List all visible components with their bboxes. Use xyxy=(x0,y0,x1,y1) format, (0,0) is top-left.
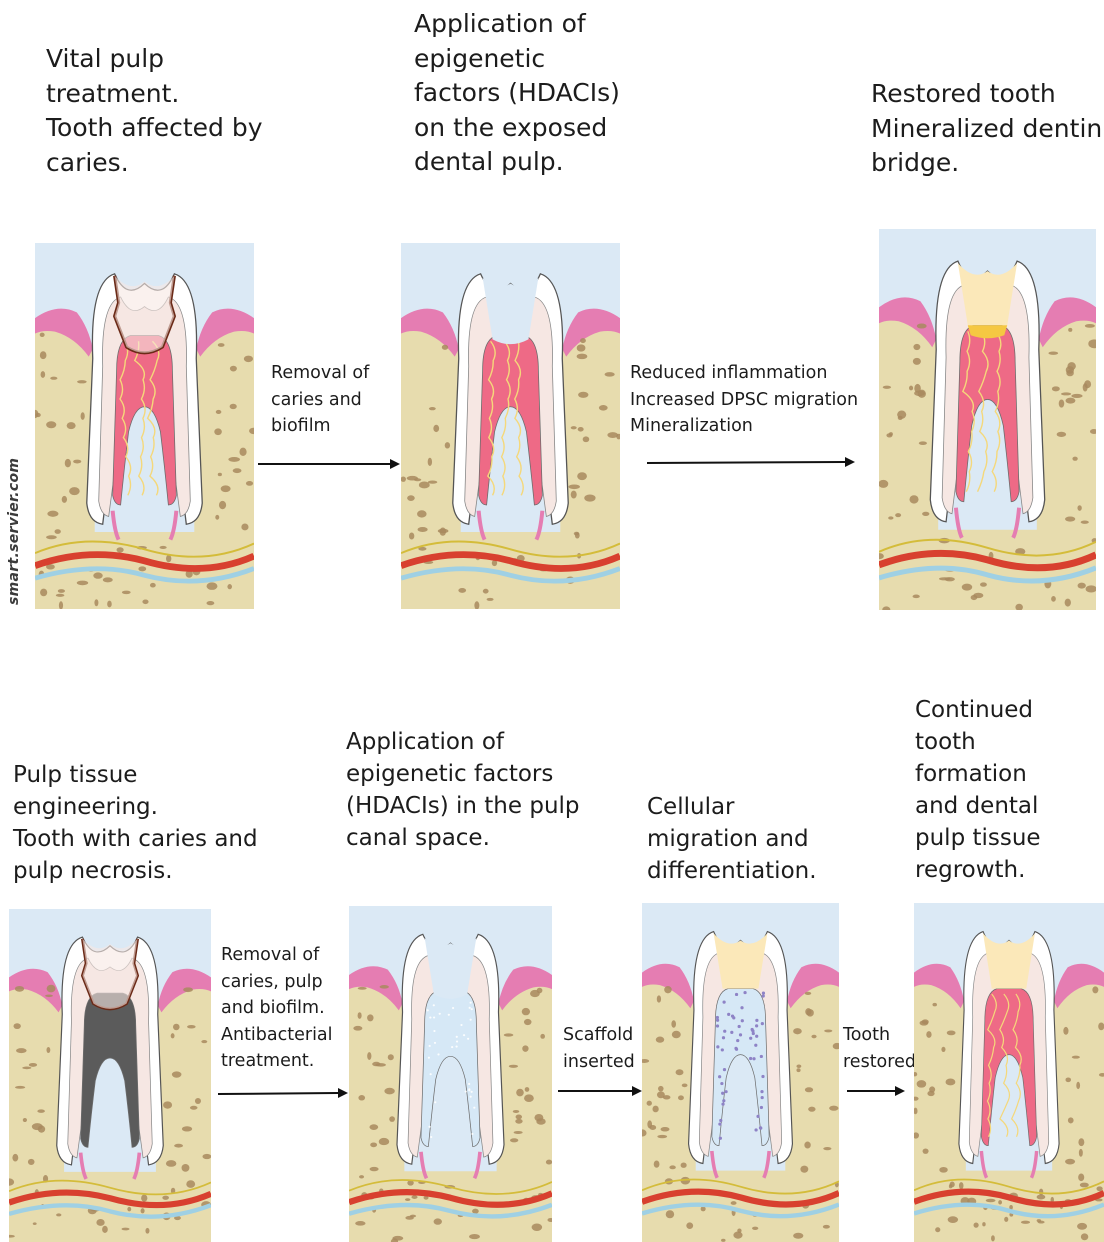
arrow-top-2 xyxy=(645,454,857,470)
top-stage3-title: Restored tooth Mineralized dentin bridge… xyxy=(871,77,1102,181)
top-stage2-title: Application of epigenetic factors (HDACI… xyxy=(414,7,620,180)
top-stage1-title: Vital pulp treatment. Tooth affected by … xyxy=(46,42,263,180)
tooth-panel-migration xyxy=(642,903,839,1242)
tooth-panel-hdaci-canal xyxy=(349,906,552,1242)
arrow-top-1 xyxy=(256,456,402,472)
bottom-stage2-title: Application of epigenetic factors (HDACI… xyxy=(346,726,580,854)
top-step1-label: Removal of caries and biofilm xyxy=(271,360,369,440)
bottom-stage3-title: Cellular migration and differentiation. xyxy=(647,791,817,887)
arrow-bottom-2 xyxy=(556,1083,644,1099)
bottom-stage1-title: Pulp tissue engineering. Tooth with cari… xyxy=(13,759,258,887)
bottom-step1-label: Removal of caries, pulp and biofilm. Ant… xyxy=(221,942,333,1075)
tooth-panel-hdaci-exposed xyxy=(401,243,620,609)
top-step2-label: Reduced inflammation Increased DPSC migr… xyxy=(630,360,858,440)
tooth-panel-regrowth xyxy=(914,903,1104,1242)
tooth-panel-carious xyxy=(35,243,254,609)
watermark: smart.servier.com xyxy=(6,458,22,605)
bottom-stage4-title: Continued tooth formation and dental pul… xyxy=(915,694,1041,886)
tooth-panel-restored-bridge xyxy=(879,229,1096,610)
bottom-step2-label: Scaffold inserted xyxy=(563,1022,635,1075)
arrow-bottom-1 xyxy=(216,1085,350,1101)
bottom-step3-label: Tooth restored xyxy=(843,1022,916,1075)
tooth-panel-necrotic xyxy=(9,909,211,1242)
arrow-bottom-3 xyxy=(845,1083,907,1099)
